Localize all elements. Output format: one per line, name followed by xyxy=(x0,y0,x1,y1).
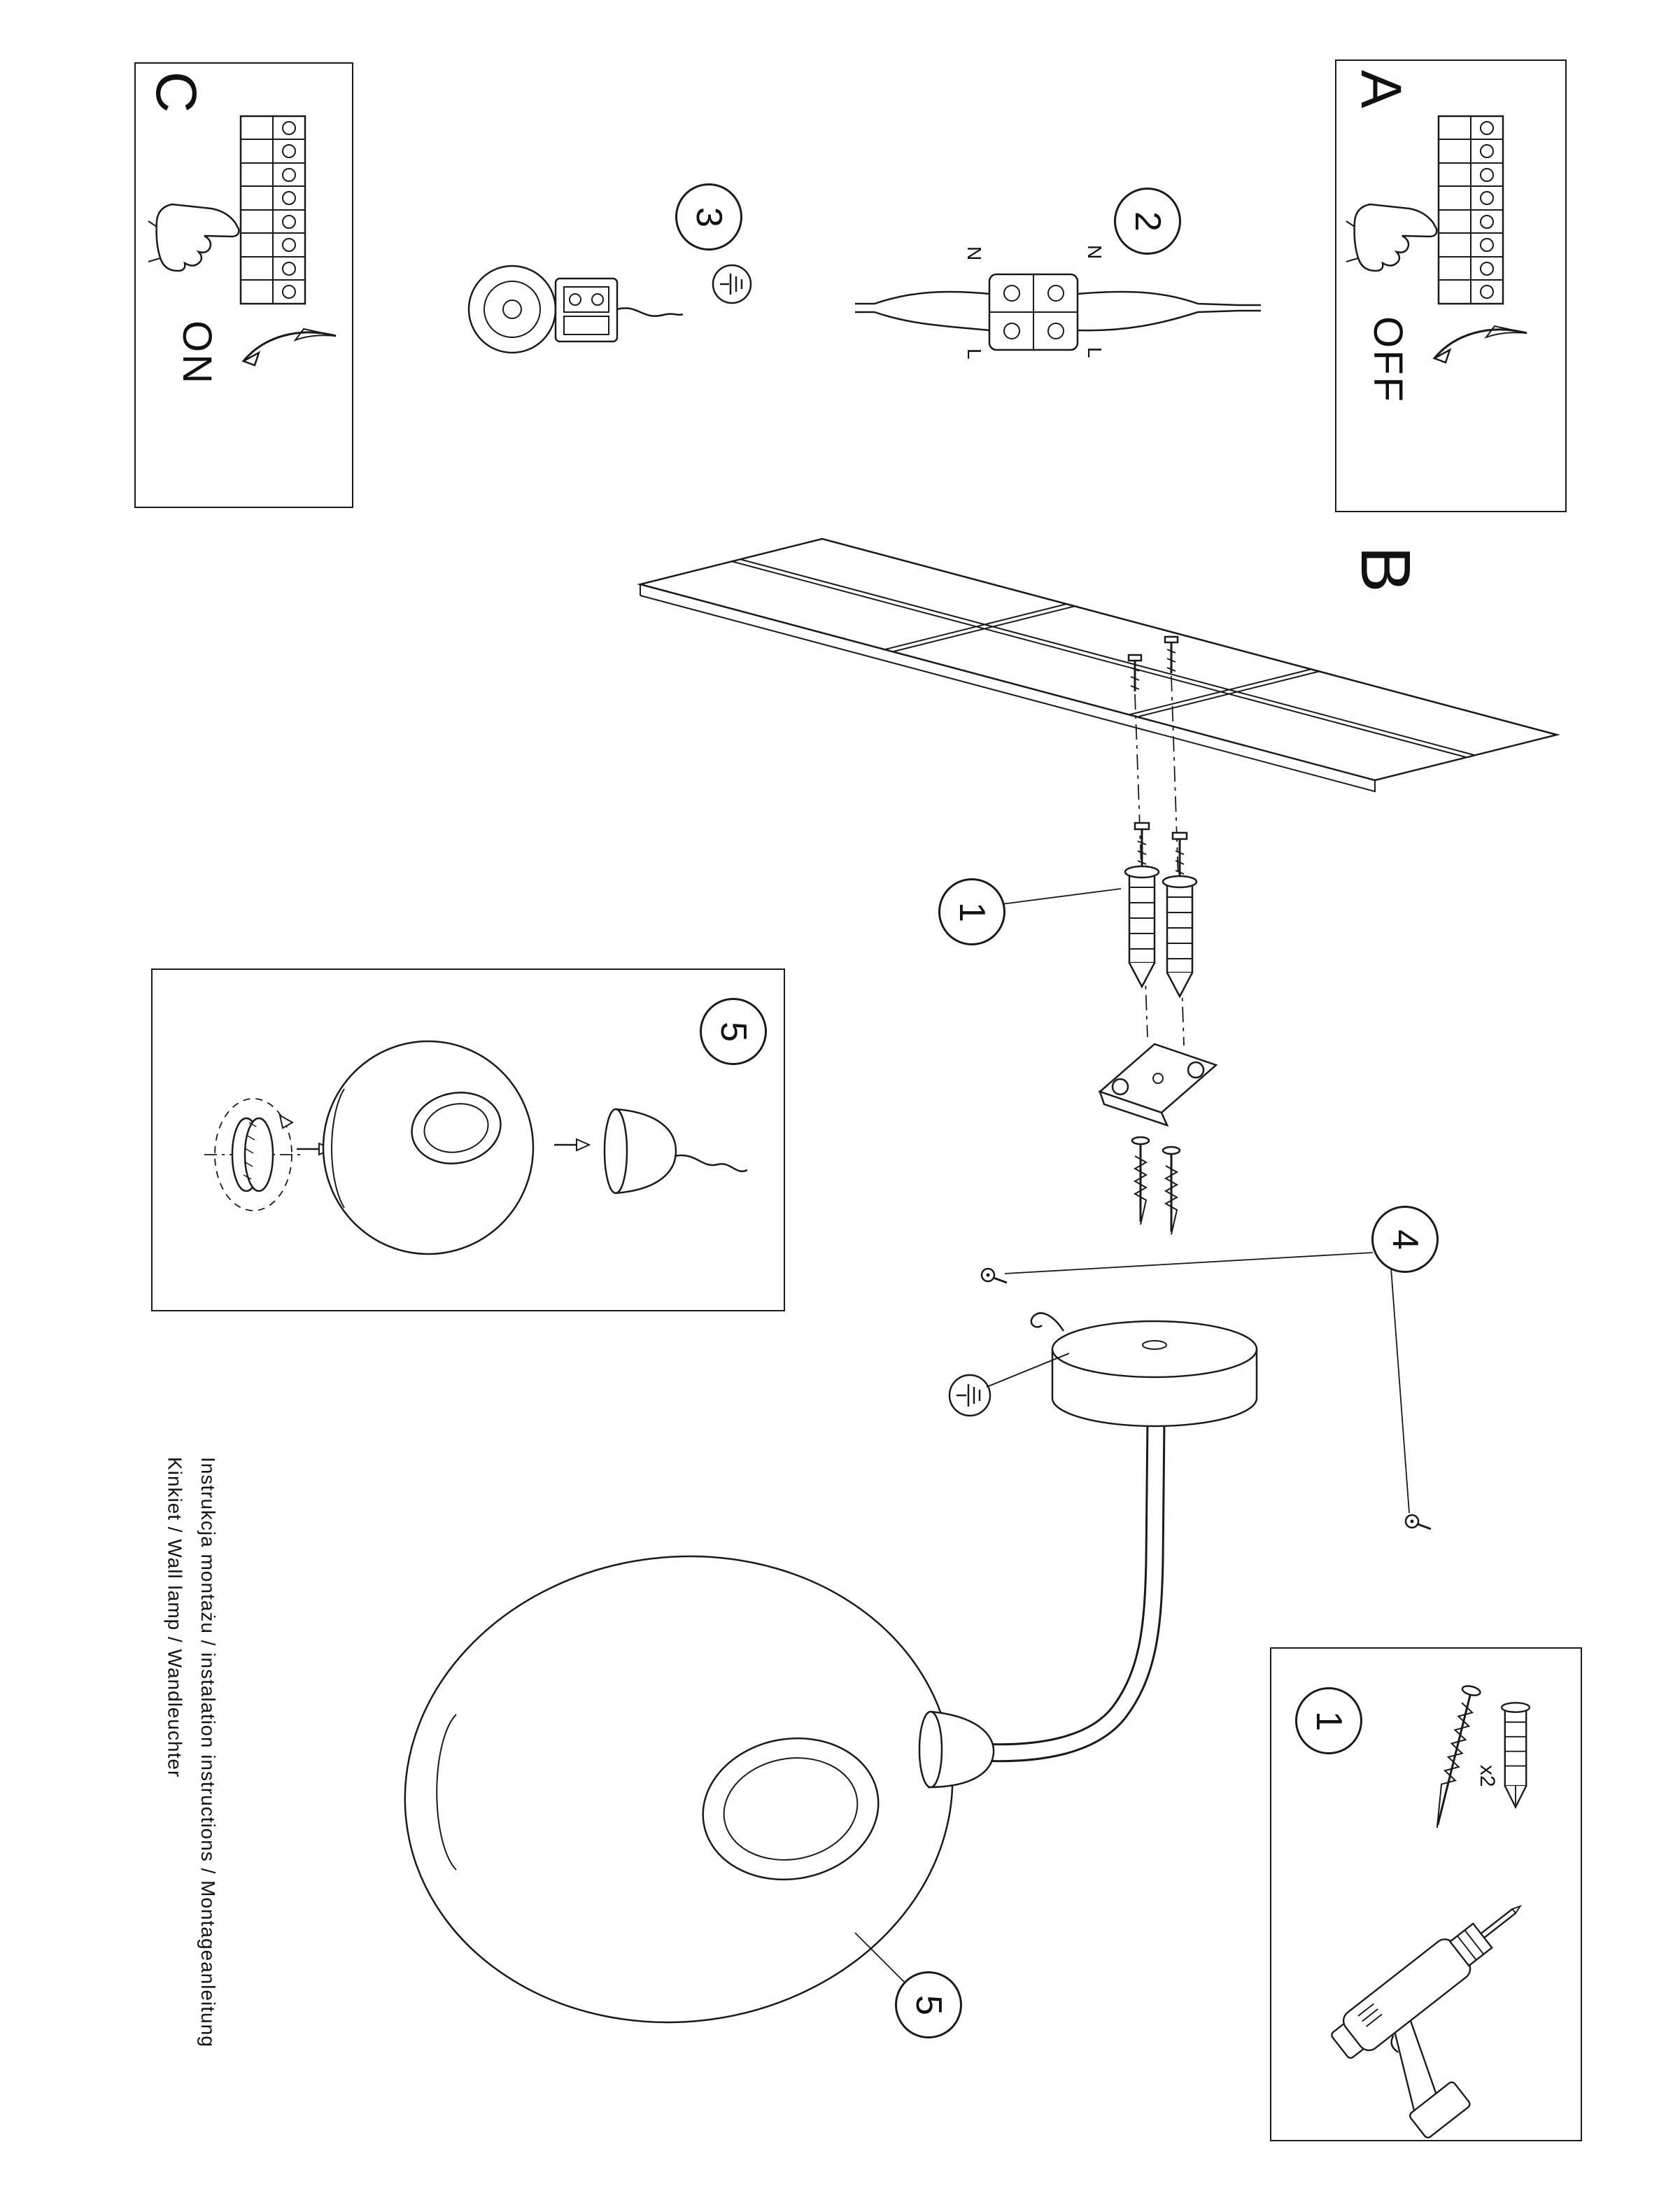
lamp-arm-drawing xyxy=(979,1420,1166,1763)
mounting-bracket-drawing xyxy=(1098,1043,1218,1127)
ground-symbol-canopy-icon xyxy=(948,1353,1070,1417)
wiring-label-l-right: L xyxy=(1084,347,1106,358)
section-label-b: B xyxy=(1346,546,1425,594)
step-5-box xyxy=(151,968,785,1311)
step4-leader-lines xyxy=(980,1252,1432,1530)
stepb-leader-line xyxy=(1001,888,1122,905)
step-1-hardware-box xyxy=(1270,1647,1582,2141)
wiring-label-n-right: N xyxy=(1084,245,1106,260)
section-c-box xyxy=(134,62,353,508)
plug-quantity-label: x2 xyxy=(1476,1765,1499,1787)
section-label-c: C xyxy=(144,71,208,115)
section-a-box xyxy=(1335,59,1567,512)
document-title-block: Instrukcja montażu / instalation instruc… xyxy=(158,1457,225,2048)
wall-plugs-drawing xyxy=(1124,822,1198,998)
terminal-wiring-drawing xyxy=(855,273,1261,351)
drill-drawing xyxy=(1331,1905,1523,2139)
wiring-label-l-left: L xyxy=(963,348,985,360)
step-circle-canopy: 4 xyxy=(1371,1206,1439,1273)
step-circle-hardware: 1 xyxy=(1295,1687,1362,1754)
footer-subtitle: Kinkiet / Wall lamp / Wandleuchter xyxy=(164,1457,186,1778)
power-off-label: OFF xyxy=(1365,316,1411,404)
step-circle-wiring: 2 xyxy=(1114,188,1181,255)
footer-title: Instrukcja montażu / instalation instruc… xyxy=(197,1457,220,2048)
step-circle-shade-box: 5 xyxy=(700,998,767,1065)
wiring-label-n-left: N xyxy=(963,246,985,261)
step-circle-shade-lamp: 5 xyxy=(895,1971,962,2038)
step-circle-lamp-holder: 3 xyxy=(675,183,742,251)
ground-symbol-holder-icon xyxy=(712,264,752,304)
section-label-a: A xyxy=(1349,70,1413,110)
step-circle-wall-anchors: 1 xyxy=(938,878,1005,945)
power-on-label: ON xyxy=(174,320,220,386)
screw-and-plug-drawing xyxy=(1436,1685,1531,1829)
wall-panels-drawing xyxy=(637,537,1560,793)
wall-lamp-drawing xyxy=(404,1555,995,2024)
mounting-screws-drawing xyxy=(1131,1136,1181,1236)
lamp-holder-drawing xyxy=(467,265,684,354)
canopy-drawing xyxy=(1030,1312,1258,1428)
shade-exploded-drawing xyxy=(204,1040,748,1255)
